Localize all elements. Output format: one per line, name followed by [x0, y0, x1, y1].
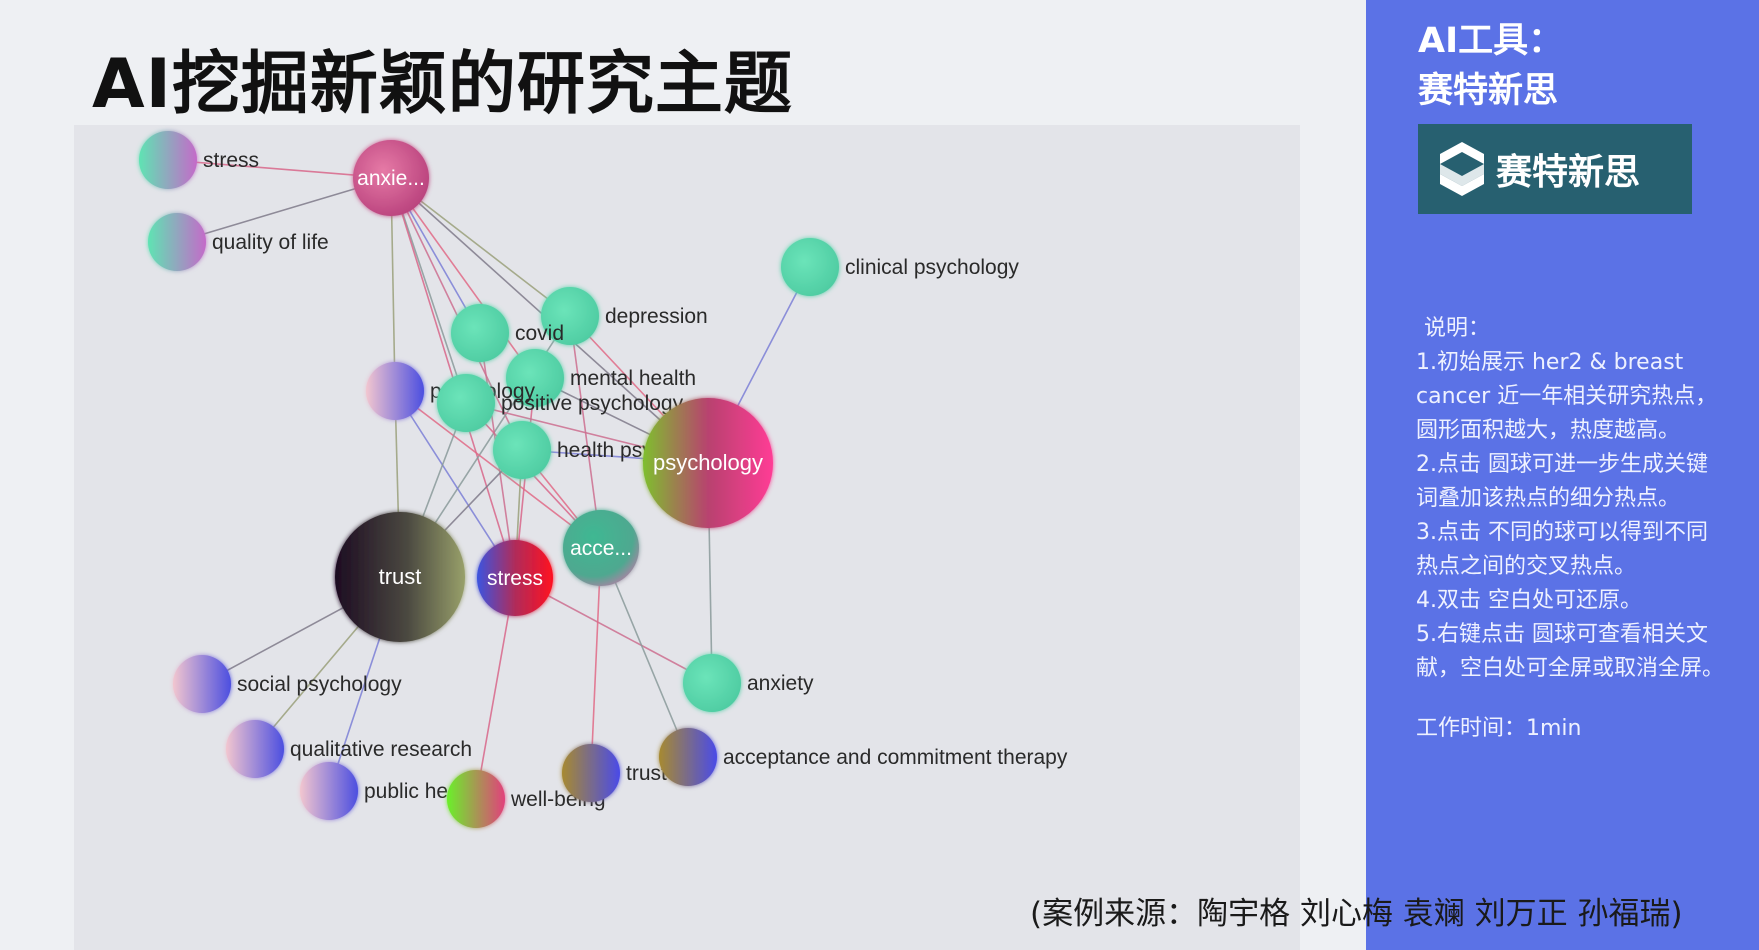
instruction-item: 1.初始展示 her2 & breast cancer 近一年相关研究热点，圆形… [1416, 350, 1718, 443]
node-circle[interactable] [226, 720, 284, 778]
node-label: acceptance and commitment therapy [723, 746, 1068, 769]
node-circle[interactable] [506, 349, 564, 407]
node-circle[interactable] [563, 510, 639, 586]
node-mental[interactable]: mental health [506, 349, 696, 407]
node-label: stress [487, 567, 543, 590]
node-label: mental health [570, 367, 696, 390]
node-covid[interactable]: covid [451, 304, 564, 362]
node-circle[interactable] [353, 140, 429, 216]
node-label: psychology [653, 450, 763, 475]
node-circle[interactable] [451, 304, 509, 362]
node-social[interactable]: social psychology [173, 655, 402, 713]
page-title: AI挖掘新颖的研究主题 [92, 45, 793, 124]
node-psychology_big[interactable]: psychology [643, 398, 773, 528]
node-circle[interactable] [148, 213, 206, 271]
node-circle[interactable] [562, 744, 620, 802]
node-circle[interactable] [447, 770, 505, 828]
edge-anxiety_hub-health [390, 177, 523, 451]
instructions-label: 说明： [1424, 316, 1491, 341]
node-label: trust [379, 564, 422, 589]
brand-logo: 赛特新思 [1418, 124, 1692, 214]
node-circle[interactable] [335, 512, 465, 642]
node-anxiety_hub[interactable]: anxie... [353, 140, 429, 216]
node-circle[interactable] [437, 374, 495, 432]
node-label: positive psychology [501, 392, 684, 415]
node-stress_mid[interactable]: stress [477, 540, 553, 616]
keyword-network-panel[interactable]: stress anxie... quality of life clinical ps… [74, 125, 1300, 950]
node-label: quality of life [212, 231, 329, 254]
tool-heading: AI工具： 赛特新思 [1418, 16, 1563, 116]
work-time: 工作时间：1min [1416, 716, 1582, 741]
node-positive[interactable]: positive psychology [437, 374, 684, 432]
node-label: stress [203, 149, 259, 172]
brand-s-icon [1440, 142, 1484, 196]
node-qualitative[interactable]: qualitative research [226, 720, 472, 778]
node-depression[interactable]: depression [541, 287, 708, 345]
node-trust_s[interactable]: trust [562, 744, 667, 802]
instruction-item: 4.双击 空白处可还原。 [1416, 588, 1642, 613]
edge-depression-acceptance_mid [569, 315, 602, 549]
node-trust_big[interactable]: trust [335, 512, 465, 642]
node-clinical[interactable]: clinical psychology [781, 238, 1019, 296]
node-label: anxiety [747, 672, 814, 695]
node-label: clinical psychology [845, 256, 1019, 279]
node-circle[interactable] [541, 287, 599, 345]
node-circle[interactable] [300, 762, 358, 820]
brand-logo-text: 赛特新思 [1496, 152, 1641, 193]
node-label: covid [515, 322, 564, 345]
tool-heading-line2: 赛特新思 [1418, 71, 1559, 111]
edge-psychology_s-acceptance_mid [394, 390, 602, 549]
edge-anxiety_hub-positive [390, 177, 467, 404]
instruction-item: 3.点击 不同的球可以得到不同热点之间的交叉热点。 [1416, 520, 1708, 579]
node-label: trust [626, 762, 667, 785]
sidebar: AI工具： 赛特新思 赛特新思 说明： 1.初始展示 her2 & breast… [1366, 0, 1759, 950]
node-circle[interactable] [173, 655, 231, 713]
case-source: (案例来源：陶宇格 刘心梅 袁斓 刘万正 孙福瑞) [1030, 896, 1683, 932]
node-act[interactable]: acceptance and commitment therapy [659, 728, 1068, 786]
node-circle[interactable] [659, 728, 717, 786]
node-circle[interactable] [477, 540, 553, 616]
node-anxiety_s[interactable]: anxiety [683, 654, 814, 712]
node-circle[interactable] [493, 421, 551, 479]
node-label: depression [605, 305, 708, 328]
node-circle[interactable] [139, 131, 197, 189]
node-label: acce... [570, 537, 632, 560]
edge-anxiety_hub-mental [390, 177, 536, 379]
instructions: 说明： 1.初始展示 her2 & breast cancer 近一年相关研究热… [1416, 312, 1726, 746]
nodes-layer: stress anxie... quality of life clinical ps… [139, 131, 1068, 828]
node-label: anxie... [357, 167, 425, 190]
node-label: qualitative research [290, 738, 472, 761]
node-stress_tl[interactable]: stress [139, 131, 259, 189]
node-label: social psychology [237, 673, 402, 696]
instruction-item: 2.点击 圆球可进一步生成关键词叠加该热点的细分热点。 [1416, 452, 1708, 511]
tool-heading-line1: AI工具： [1418, 21, 1564, 61]
node-circle[interactable] [781, 238, 839, 296]
node-acceptance_mid[interactable]: acce... [563, 510, 639, 586]
node-circle[interactable] [683, 654, 741, 712]
node-circle[interactable] [366, 362, 424, 420]
keyword-network-graph[interactable]: stress anxie... quality of life clinical ps… [74, 125, 1300, 950]
instruction-item: 5.右键点击 圆球可查看相关文献，空白处可全屏或取消全屏。 [1416, 622, 1725, 681]
node-circle[interactable] [643, 398, 773, 528]
node-qol[interactable]: quality of life [148, 213, 329, 271]
